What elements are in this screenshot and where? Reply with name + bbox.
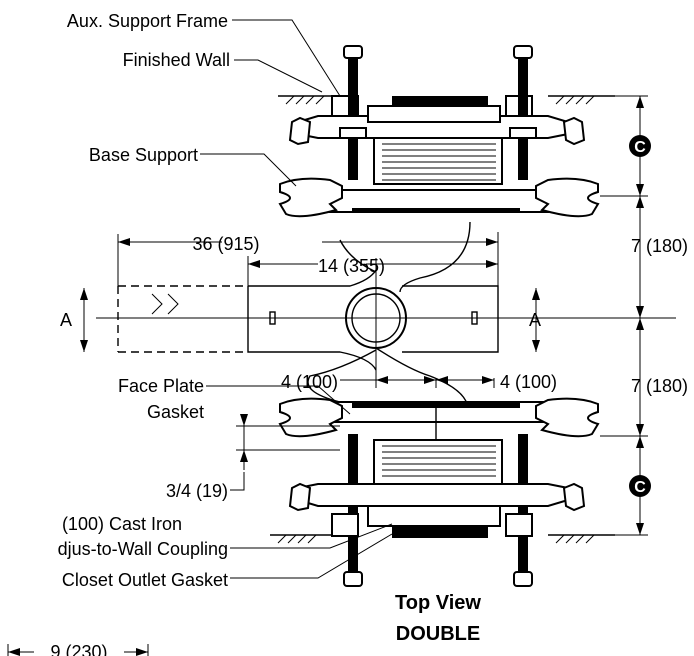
dim-overall-length: 36 (915) xyxy=(192,234,259,254)
dim-left-offset: 4 (100) xyxy=(281,372,338,392)
svg-text:C: C xyxy=(634,139,646,156)
label-cast-iron: (100) Cast Iron xyxy=(62,514,182,534)
label-base-support: Base Support xyxy=(89,145,198,165)
label-coupling: djus-to-Wall Coupling xyxy=(58,539,228,559)
base-support-clamp-left xyxy=(278,177,343,218)
label-closet-outlet-gasket: Closet Outlet Gasket xyxy=(62,570,228,590)
callout-c-top: C xyxy=(629,135,651,157)
dim-center-span: 14 (355) xyxy=(318,256,385,276)
dim-bottom-partial: 9 (230) xyxy=(50,642,107,656)
callout-c-bottom: C xyxy=(629,475,651,497)
dim-gasket-thickness: 3/4 (19) xyxy=(166,481,228,501)
base-support-clamp-right xyxy=(535,177,600,218)
label-face-plate: Face Plate xyxy=(118,376,204,396)
dim-upper-half: 7 (180) xyxy=(631,236,688,256)
dim-right-offset: 4 (100) xyxy=(500,372,557,392)
label-gasket: Gasket xyxy=(147,402,204,422)
label-finished-wall: Finished Wall xyxy=(123,50,230,70)
section-mark-left: A xyxy=(60,310,72,330)
leader-lines xyxy=(200,19,393,579)
dim-lower-half: 7 (180) xyxy=(631,376,688,396)
center-pipe-plan xyxy=(96,221,676,409)
svg-text:C: C xyxy=(634,479,646,496)
dimension-lines xyxy=(7,95,648,656)
outlet-gasket-top xyxy=(392,96,488,106)
section-mark-right: A xyxy=(529,310,541,330)
drawing-subtitle: DOUBLE xyxy=(396,623,480,645)
top-carrier-assembly xyxy=(278,45,600,218)
bottom-carrier-assembly xyxy=(278,397,600,587)
label-aux-support-frame: Aux. Support Frame xyxy=(67,11,228,31)
drawing-title: Top View xyxy=(395,592,481,614)
